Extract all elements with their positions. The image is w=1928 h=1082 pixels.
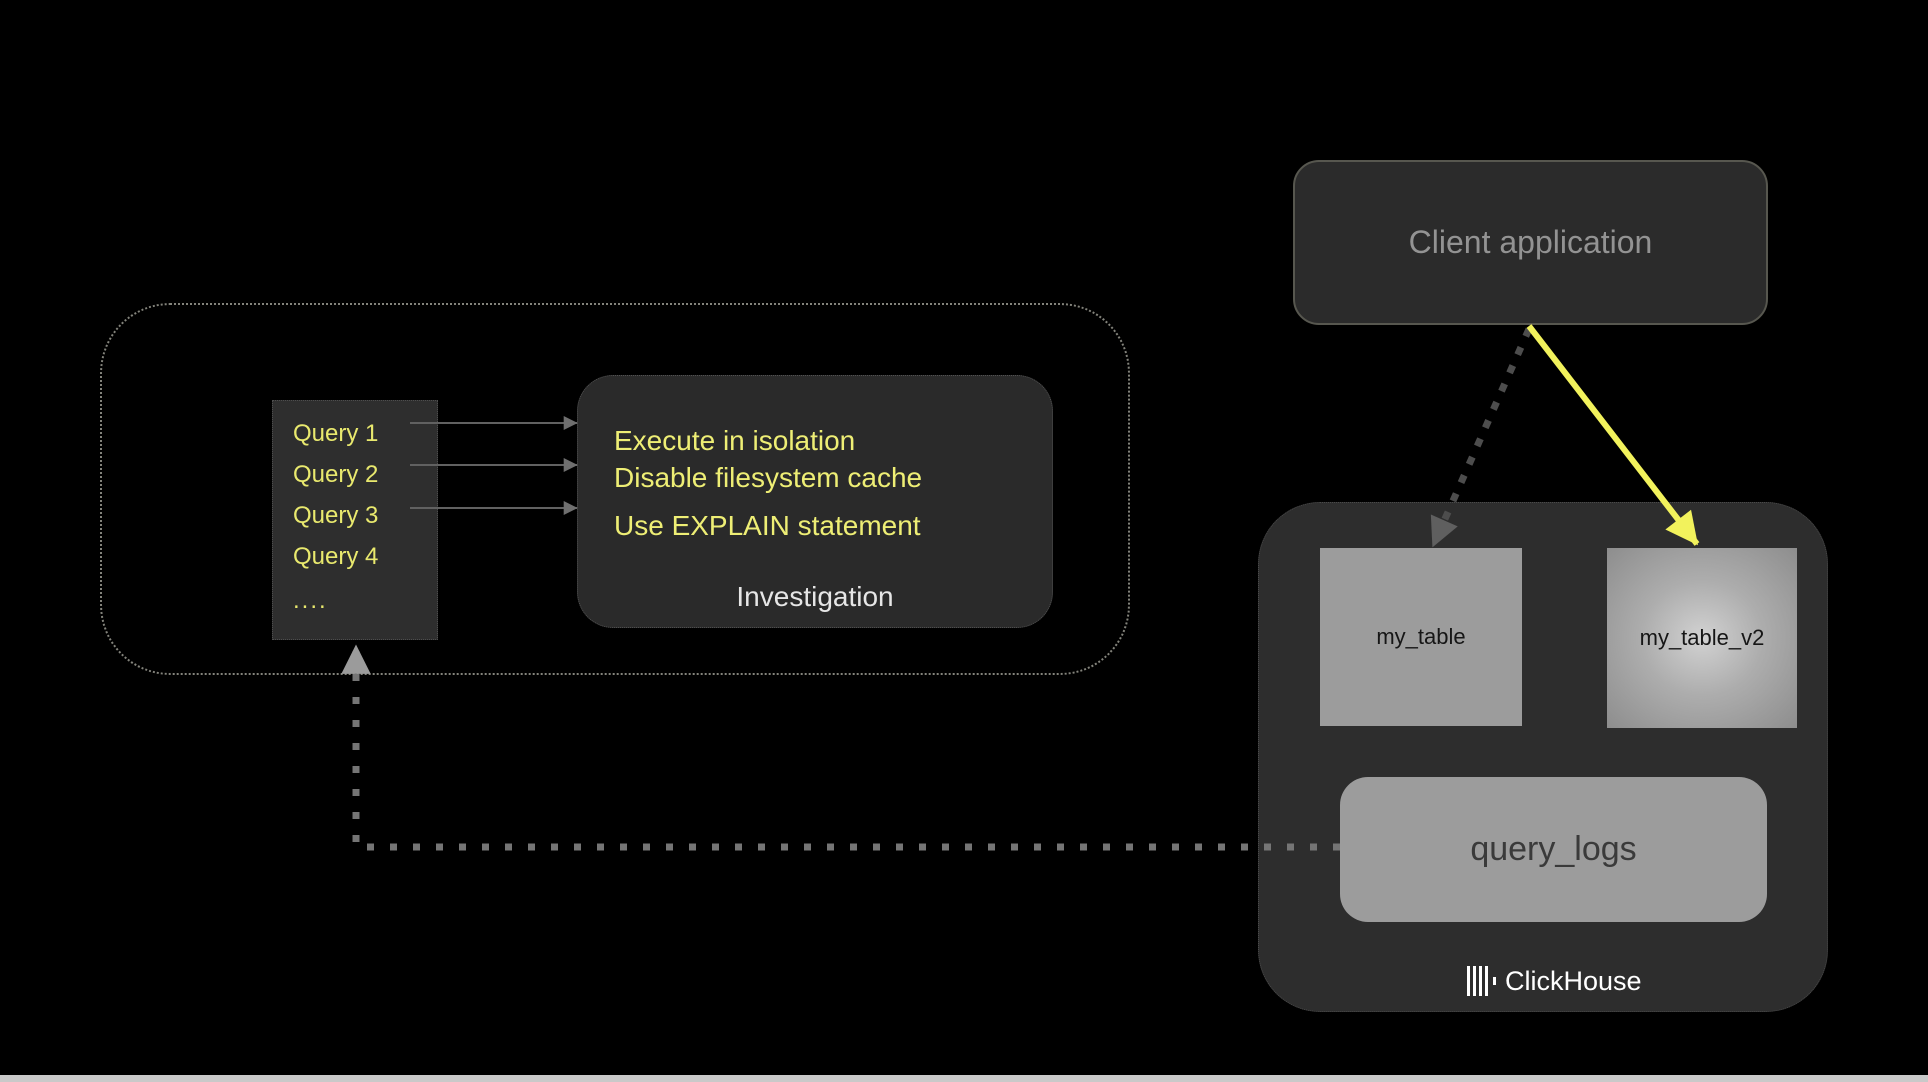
query-item-1: Query 1: [293, 420, 379, 447]
investigation-title: Investigation: [736, 581, 894, 612]
investigation-tip-3: Use EXPLAIN statement: [614, 510, 921, 541]
query-logs-box: query_logs: [1340, 777, 1767, 922]
client-application-label: Client application: [1408, 224, 1653, 260]
bottom-edge-strip: [0, 1075, 1928, 1082]
arrow-query-logs-to-query-list: [341, 644, 1340, 851]
clickhouse-logo: ClickHouse: [1467, 963, 1642, 999]
my-table-v2-label: my_table_v2: [1639, 625, 1765, 650]
my-table-box: my_table: [1320, 548, 1522, 726]
client-application-box: Client application: [1293, 160, 1768, 325]
query-list-panel: Query 1 Query 2 Query 3 Query 4 ....: [272, 400, 438, 640]
query-item-3: Query 3: [293, 502, 379, 529]
investigation-tip-1: Execute in isolation: [614, 425, 856, 456]
clickhouse-logo-icon: [1467, 966, 1496, 996]
investigation-tip-2: Disable filesystem cache: [614, 462, 923, 493]
query-item-2: Query 2: [293, 461, 379, 488]
my-table-v2-box: my_table_v2: [1607, 548, 1797, 728]
query-item-ellipsis: ....: [293, 587, 328, 614]
query-logs-label: query_logs: [1470, 830, 1637, 868]
investigation-panel: Execute in isolation Disable filesystem …: [577, 375, 1053, 628]
clickhouse-brand-label: ClickHouse: [1505, 965, 1642, 996]
query-item-4: Query 4: [293, 543, 379, 570]
my-table-label: my_table: [1376, 624, 1466, 649]
